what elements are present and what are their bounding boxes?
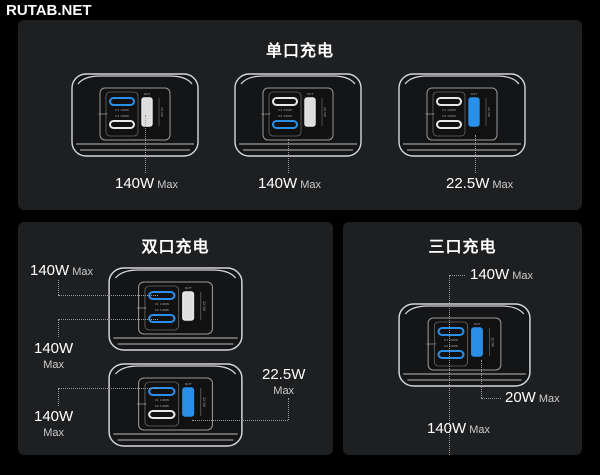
c2-port-label: C2 140W <box>442 114 456 118</box>
usb-a-port <box>304 97 316 127</box>
usb-a-label: OUT <box>144 92 151 96</box>
c2-port-label: C2 140W <box>115 114 129 118</box>
inout-label: IN/OUT <box>98 112 108 116</box>
usb-a-port <box>141 97 153 127</box>
usb-a-label: OUT <box>307 92 314 96</box>
usb-c1-port <box>109 97 135 106</box>
usb-a-power-label: 22.5W <box>487 107 491 117</box>
usb-a-power-label: 22.5W <box>323 107 327 117</box>
usb-c1-port <box>272 97 298 106</box>
usb-c2-port <box>148 410 176 419</box>
charger-dual-ca: C1 140W C2 140W IN/OUT OUT 22.5W <box>107 358 244 450</box>
usb-a-power-label: 22.5W <box>202 397 206 407</box>
usb-c2-port <box>437 350 465 359</box>
c1-port-label: C1 140W <box>442 108 456 112</box>
usb-c1-port <box>148 387 176 396</box>
usb-a-port <box>182 291 195 321</box>
c2-port-label: C2 140W <box>278 114 292 118</box>
triple-port-title: 三口充电 <box>428 237 497 256</box>
usb-c2-port <box>148 314 176 323</box>
usb-a-power-label: 22.5W <box>490 337 494 347</box>
usb-c2-port <box>272 120 298 129</box>
inout-label: IN/OUT <box>261 112 271 116</box>
usb-a-power-label: 22.5W <box>160 107 164 117</box>
usb-a-label: OUT <box>474 322 481 326</box>
watermark: RUTAB.NET <box>6 2 92 19</box>
c2-port-label: C2 140W <box>155 404 169 408</box>
usb-c1-port <box>437 327 465 336</box>
c1-port-label: C1 140W <box>278 108 292 112</box>
c2-port-label: C2 140W <box>155 308 169 312</box>
usb-a-label: OUT <box>185 286 192 290</box>
c1-port-label: C1 140W <box>115 108 129 112</box>
usb-a-label: OUT <box>471 92 478 96</box>
usb-c1-port <box>436 97 462 106</box>
charger-single-a: C1 140W C2 140W IN/OUT OUT 22.5W <box>397 68 527 160</box>
charger-single-c2: C1 140W C2 140W IN/OUT OUT 22.5W <box>233 68 363 160</box>
c1-port-label: C1 140W <box>155 302 169 306</box>
usb-a-port <box>182 387 195 417</box>
dual-port-title: 双口充电 <box>141 237 210 256</box>
usb-c2-port <box>109 120 135 129</box>
inout-label: IN/OUT <box>137 306 147 310</box>
usb-a-port <box>471 327 483 357</box>
charger-dual-cc: C1 140W C2 140W IN/OUT OUT 22.5W <box>107 262 244 354</box>
charger-single-c1: C1 140W C2 140W IN/OUT OUT 22.5W <box>70 68 200 160</box>
c2-port-label: C2 140W <box>444 344 458 348</box>
usb-a-power-label: 22.5W <box>202 301 206 311</box>
usb-c2-port <box>436 120 462 129</box>
usb-a-port <box>468 97 480 127</box>
single-port-title: 单口充电 <box>265 41 334 60</box>
charger-triple: C1 140W C2 140W IN/OUT OUT 22.5W <box>397 298 532 390</box>
inout-label: IN/OUT <box>427 342 437 346</box>
c1-port-label: C1 140W <box>155 398 169 402</box>
usb-a-label: OUT <box>185 382 192 386</box>
c1-port-label: C1 140W <box>444 338 458 342</box>
inout-label: IN/OUT <box>137 402 147 406</box>
inout-label: IN/OUT <box>425 112 435 116</box>
